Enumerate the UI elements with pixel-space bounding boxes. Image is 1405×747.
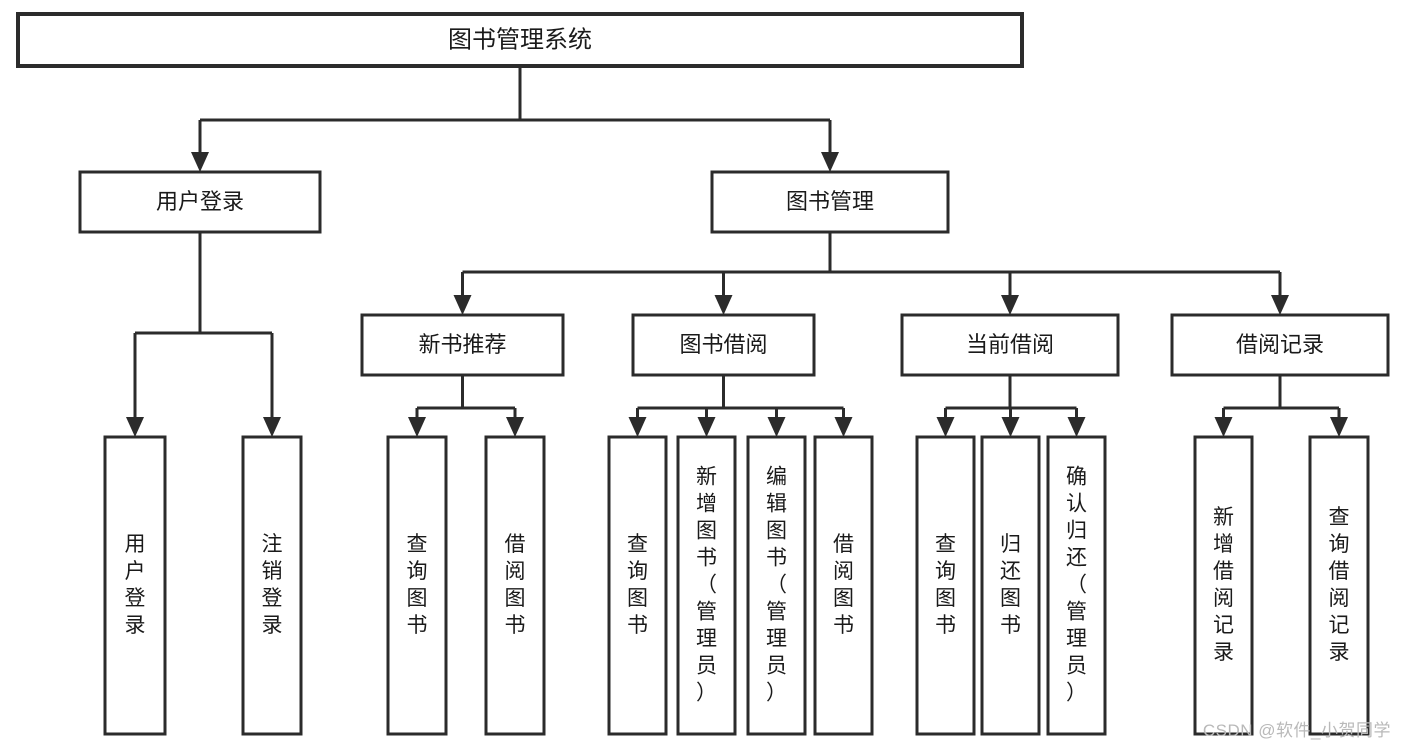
arrow-head-icon — [714, 295, 733, 315]
node-box-leaf-edit-book[interactable] — [746, 435, 807, 736]
node-box-leaf-add-book[interactable] — [676, 435, 737, 736]
node-box-book-manage[interactable] — [710, 170, 950, 234]
connector-edges — [126, 66, 1348, 437]
node-label-new-book-recommend: 新书推荐 — [418, 332, 506, 357]
arrow-head-icon — [1001, 417, 1020, 437]
node-label-leaf-borrow-book-2: 借阅图书 — [833, 533, 854, 637]
node-boxes: 图书管理系统用户登录图书管理新书推荐图书借阅当前借阅借阅记录用户登录注销登录查询… — [16, 12, 1390, 736]
arrow-head-icon — [506, 417, 524, 437]
arrow-head-icon — [191, 152, 209, 172]
arrow-head-icon — [453, 295, 472, 315]
arrow-head-icon — [1001, 295, 1019, 315]
node-box-leaf-add-record[interactable] — [1193, 435, 1254, 736]
arrow-head-icon — [697, 417, 716, 437]
node-label-leaf-query-book-3: 查询图书 — [935, 533, 956, 637]
arrow-head-icon — [628, 417, 647, 437]
node-label-root: 图书管理系统 — [448, 26, 592, 53]
node-label-leaf-confirm-return: 确认归还（管理员） — [1066, 465, 1087, 704]
node-box-leaf-return-book[interactable] — [980, 435, 1041, 736]
node-label-leaf-query-record: 查询借阅记录 — [1329, 506, 1350, 664]
node-label-leaf-edit-book: 编辑图书（管理员） — [766, 465, 787, 704]
node-box-leaf-borrow-book-2[interactable] — [813, 435, 874, 736]
node-box-leaf-borrow-book-1[interactable] — [484, 435, 546, 736]
arrow-head-icon — [767, 417, 786, 437]
node-box-user-login[interactable] — [78, 170, 322, 234]
arrow-head-icon — [1067, 417, 1086, 437]
node-label-leaf-add-record: 新增借阅记录 — [1213, 506, 1234, 664]
node-box-leaf-user-login[interactable] — [103, 435, 167, 736]
node-label-current-borrow: 当前借阅 — [966, 332, 1054, 357]
arrow-head-icon — [408, 417, 426, 437]
node-box-leaf-query-book-3[interactable] — [915, 435, 976, 736]
node-label-user-login: 用户登录 — [156, 189, 244, 214]
node-label-leaf-add-book: 新增图书（管理员） — [696, 465, 717, 704]
node-label-leaf-borrow-book-1: 借阅图书 — [505, 533, 526, 637]
node-box-leaf-query-record[interactable] — [1308, 435, 1370, 736]
arrow-head-icon — [936, 417, 955, 437]
node-box-book-borrow[interactable] — [631, 313, 816, 377]
node-box-borrow-record[interactable] — [1170, 313, 1390, 377]
node-box-leaf-logout-login[interactable] — [241, 435, 303, 736]
node-label-leaf-query-book-2: 查询图书 — [627, 533, 648, 637]
arrow-head-icon — [834, 417, 853, 437]
watermark-text: CSDN @软件_小贺同学 — [1202, 721, 1391, 740]
arrow-head-icon — [821, 152, 839, 172]
arrow-head-icon — [1214, 417, 1233, 437]
arrow-head-icon — [126, 417, 144, 437]
node-box-leaf-query-book-1[interactable] — [386, 435, 448, 736]
node-label-book-manage: 图书管理 — [786, 189, 874, 214]
node-box-current-borrow[interactable] — [900, 313, 1120, 377]
node-box-leaf-query-book-2[interactable] — [607, 435, 668, 736]
node-label-book-borrow: 图书借阅 — [679, 332, 767, 357]
node-label-leaf-return-book: 归还图书 — [1000, 533, 1021, 637]
node-label-borrow-record: 借阅记录 — [1236, 332, 1324, 357]
node-box-root[interactable] — [16, 12, 1024, 68]
node-label-leaf-query-book-1: 查询图书 — [407, 533, 428, 637]
node-box-new-book-recommend[interactable] — [360, 313, 565, 377]
node-label-leaf-logout-login: 注销登录 — [262, 533, 283, 637]
arrow-head-icon — [1330, 417, 1348, 437]
node-label-leaf-user-login: 用户登录 — [125, 533, 146, 637]
node-box-leaf-confirm-return[interactable] — [1046, 435, 1107, 736]
arrow-head-icon — [1271, 295, 1289, 315]
arrow-head-icon — [263, 417, 281, 437]
